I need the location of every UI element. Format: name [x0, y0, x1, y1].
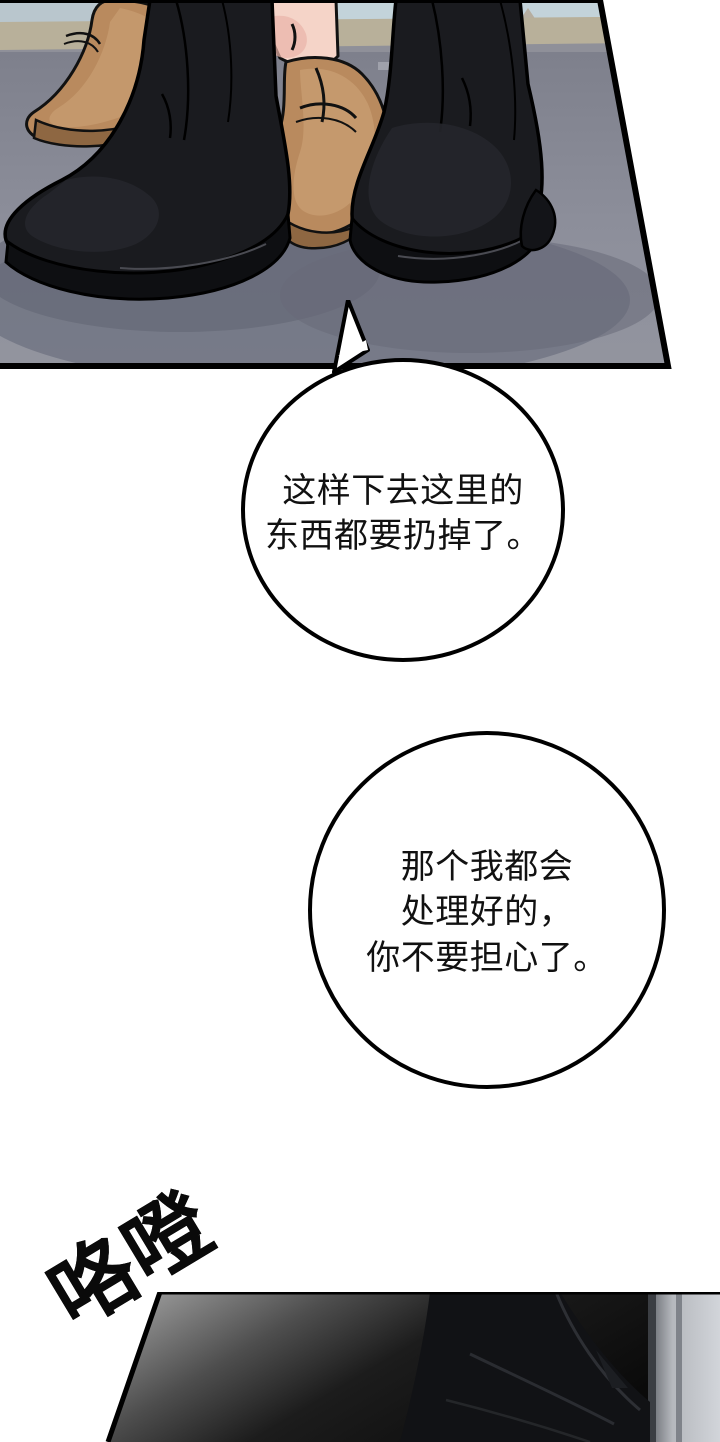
speech-bubble-1: 这样下去这里的 东西都要扔掉了。: [241, 358, 565, 662]
panel-bottom: [105, 1292, 720, 1442]
speech-bubble-1-text: 这样下去这里的 东西都要扔掉了。: [265, 471, 541, 555]
speech-bubble-tail: [332, 300, 370, 374]
speech-bubble-2-text: 那个我都会 处理好的， 你不要担心了。: [366, 848, 608, 977]
panel-top: [0, 0, 672, 369]
speech-bubble-2: 那个我都会 处理好的， 你不要担心了。: [308, 731, 666, 1089]
